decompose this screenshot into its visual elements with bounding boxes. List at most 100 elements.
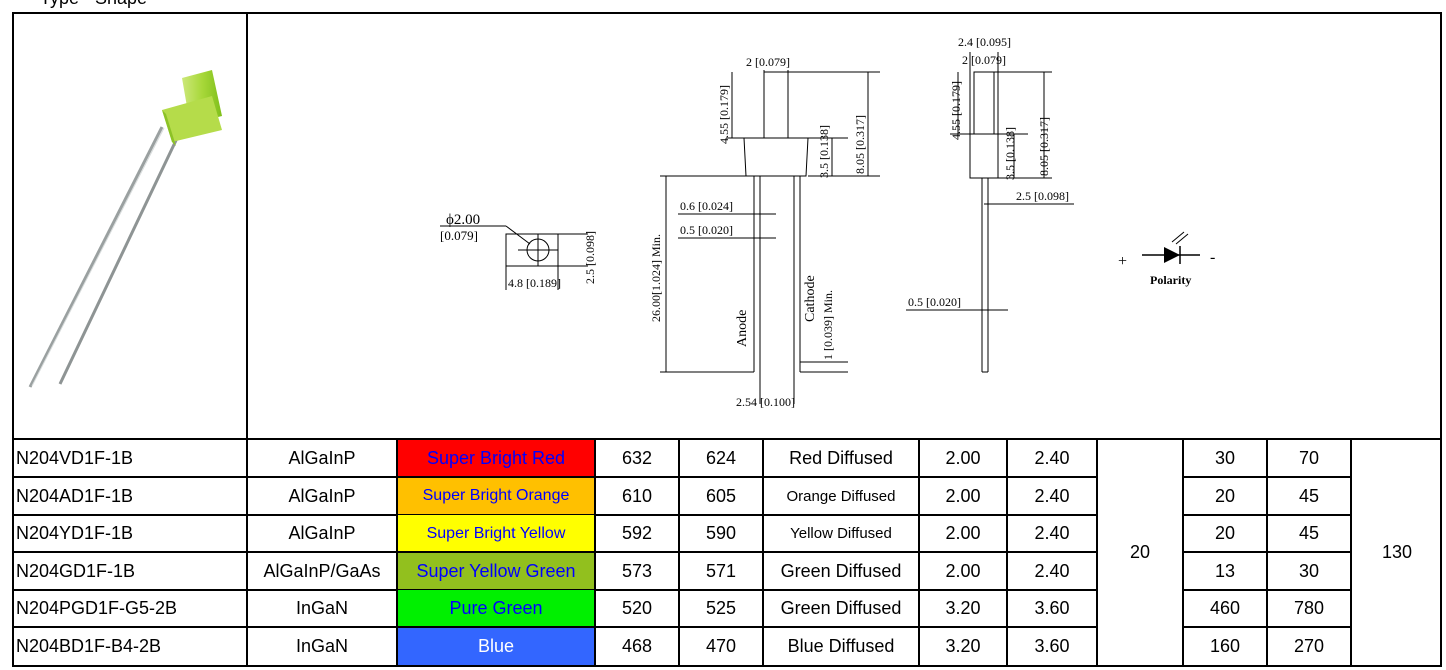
spec-table-frame [12,12,1442,667]
cell-vf-typ: 2.00 [920,477,1008,515]
cell-lens: Red Diffused [764,440,920,477]
cell-dominant: 470 [680,627,764,665]
top-diameter-label: ϕ2.00 [446,212,480,228]
row-divider [12,551,1098,553]
page-caption: Type · Shape [40,0,147,9]
cell-peak: 468 [596,627,680,665]
row-divider [12,513,1098,516]
cell-iv-typ: 270 [1268,627,1352,665]
cell-vf-typ: 3.20 [920,590,1008,627]
table-divider [12,438,1442,440]
cell-peak: 632 [596,440,680,477]
cell-vf-typ: 3.20 [920,627,1008,665]
cell-vf-max: 2.40 [1008,515,1098,552]
row-divider [1184,513,1352,516]
cell-emitted: Super Yellow Green [398,552,596,590]
side-lead-width-dim: 0.5 [0.020] [908,295,961,309]
front-anode-label: Anode [735,310,750,347]
cell-peak: 592 [596,515,680,552]
if-current-value: 20 [1129,542,1151,562]
cell-emitted: Super Bright Yellow [398,515,596,552]
row-divider [12,626,1098,628]
cell-vf-max: 2.40 [1008,552,1098,590]
row-divider [1184,626,1352,628]
cell-emitted: Blue [398,627,596,665]
front-lens-height-dim: 4.55 [0.179] [717,85,731,144]
side-body-height-dim: 3.5 [0.138] [1003,127,1017,180]
front-top-width-dim: 2 [0.079] [746,55,790,69]
row-divider [12,476,1098,478]
cell-material: AlGaInP [248,440,398,477]
side-outer-width-dim: 2.4 [0.095] [958,35,1011,49]
cell-emitted: Super Bright Red [398,440,596,477]
cell-lens: Yellow Diffused [764,515,920,552]
front-lead-length-dim: 26.00[1.024] Min. [649,234,663,322]
cell-material: AlGaInP [248,477,398,515]
cell-vf-max: 3.60 [1008,627,1098,665]
view-angle-value: 130 [1381,542,1413,562]
cell-lens: Green Diffused [764,552,920,590]
front-lead-narrow-dim: 0.5 [0.020] [680,223,733,237]
cell-lens: Orange Diffused [764,477,920,515]
cell-peak: 520 [596,590,680,627]
cell-part: N204YD1F-1B [12,515,248,552]
polarity-plus: + [1118,253,1127,270]
top-width-dim: 4.8 [0.189] [508,276,561,290]
cell-part: N204PGD1F-G5-2B [12,590,248,627]
diode-icon [1164,247,1180,263]
front-body-height-dim: 3.5 [0.138] [817,125,831,178]
row-divider [12,588,1098,591]
cell-material: InGaN [248,590,398,627]
cell-iv-min: 13 [1184,552,1268,590]
led-photo-cell [12,12,248,440]
cell-material: AlGaInP/GaAs [248,552,398,590]
cell-material: InGaN [248,627,398,665]
top-view-drawing: ϕ2.00 [0.079] 2.5 [0.098] 4.8 [0.189] [440,212,597,290]
cell-emitted: Super Bright Orange [398,477,596,515]
side-view-drawing: 2.4 [0.095] 2 [0.079] 4.55 [0.179] 3.5 [… [906,35,1074,373]
cell-part: N204VD1F-1B [12,440,248,477]
cell-material: AlGaInP [248,515,398,552]
cell-vf-max: 2.40 [1008,440,1098,477]
front-cathode-label: Cathode [803,275,818,322]
top-diameter-inch-label: [0.079] [440,228,478,243]
cell-iv-typ: 780 [1268,590,1352,627]
cell-vf-max: 3.60 [1008,590,1098,627]
cell-part: N204GD1F-1B [12,552,248,590]
led-photo-image [28,70,222,388]
side-lens-height-dim: 4.55 [0.179] [949,81,963,140]
cell-vf-max: 2.40 [1008,477,1098,515]
cell-dominant: 571 [680,552,764,590]
row-divider [1184,551,1352,553]
cell-iv-min: 160 [1184,627,1268,665]
front-view-drawing: 2 [0.079] 4.55 [0.179] 3.5 [0.138] 8.05 … [649,55,880,409]
cell-iv-min: 460 [1184,590,1268,627]
side-inner-width-dim: 2 [0.079] [962,53,1006,67]
cell-lens: Blue Diffused [764,627,920,665]
polarity-label: Polarity [1150,273,1191,287]
cell-dominant: 590 [680,515,764,552]
cell-peak: 610 [596,477,680,515]
cell-vf-typ: 2.00 [920,440,1008,477]
cell-emitted: Pure Green [398,590,596,627]
cell-vf-typ: 2.00 [920,552,1008,590]
cell-part: N204BD1F-B4-2B [12,627,248,665]
row-divider [1184,588,1352,591]
cell-iv-typ: 70 [1268,440,1352,477]
cell-iv-typ: 30 [1268,552,1352,590]
front-pitch-dim: 2.54 [0.100] [736,395,795,409]
cell-iv-typ: 45 [1268,515,1352,552]
row-divider [1184,476,1352,478]
view-angle-cell: 130 [1352,440,1442,665]
polarity-symbol: + - Polarity [1118,231,1215,287]
cell-vf-typ: 2.00 [920,515,1008,552]
front-lead-wide-dim: 0.6 [0.024] [680,199,733,213]
cell-dominant: 525 [680,590,764,627]
dimension-drawing: ϕ2.00 [0.079] 2.5 [0.098] 4.8 [0.189] 2 … [248,12,1442,440]
